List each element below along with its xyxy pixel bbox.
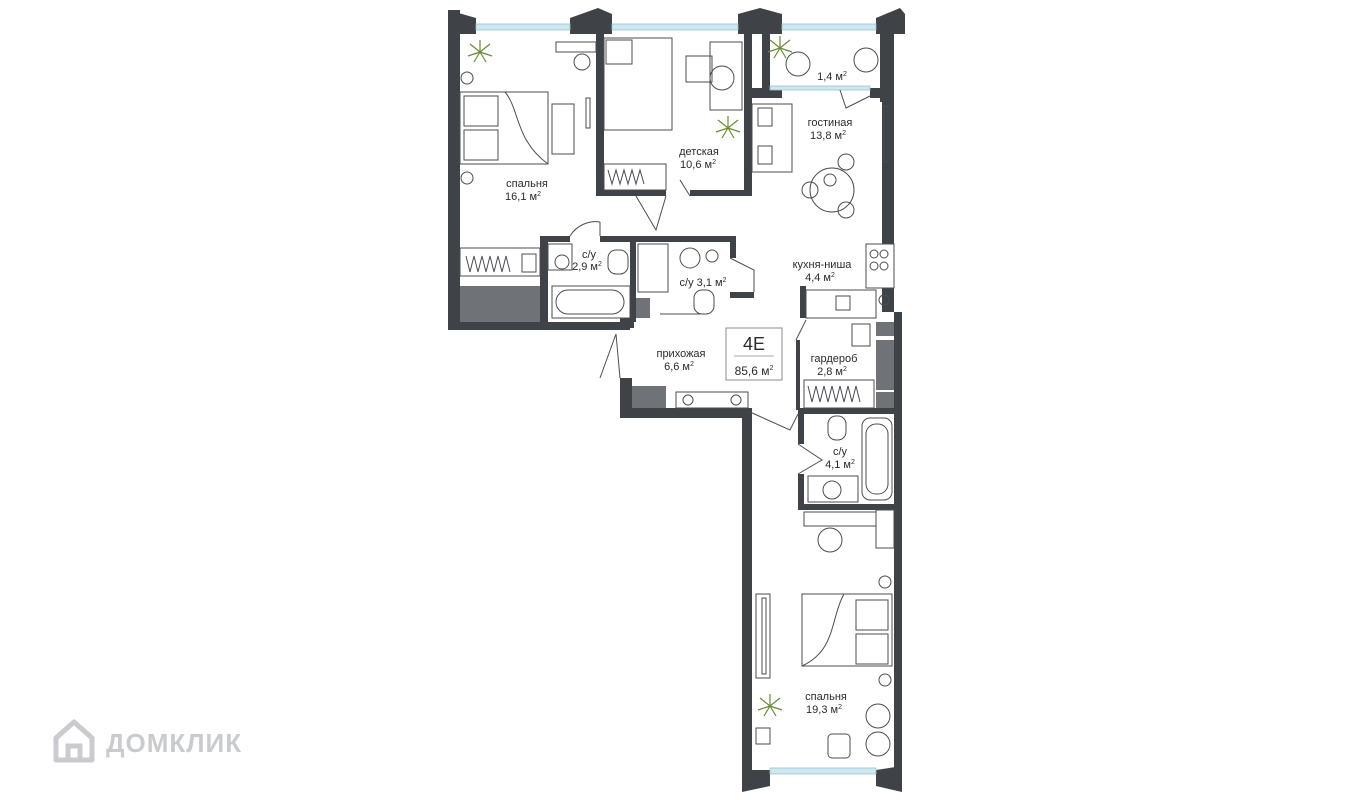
svg-text:19,3 м2: 19,3 м2	[806, 704, 842, 716]
room-label-hall: прихожая 6,6 м2	[656, 348, 705, 373]
area-unit-sup: 2	[723, 277, 727, 284]
area-unit-sup: 2	[842, 130, 846, 137]
svg-text:4,4 м2: 4,4 м2	[805, 272, 835, 284]
plant-icon	[757, 694, 783, 717]
room-label-bath3: с/у 4,1 м2	[825, 446, 855, 471]
room-label-wardrobe: гардероб 2,8 м2	[811, 353, 858, 378]
room-area: 16,1 м	[505, 191, 537, 203]
room-area: с/у 3,1 м	[680, 277, 723, 289]
svg-text:13,8 м2: 13,8 м2	[810, 130, 846, 142]
plan-code: 4Е	[743, 334, 765, 354]
svg-text:10,6 мс/у 3,1 м2: 10,6 мс/у 3,1 м2	[680, 277, 727, 289]
area-unit-sup: 2	[712, 159, 716, 166]
room-area: 4,4 м	[805, 272, 831, 284]
area-unit-sup: 2	[851, 459, 855, 466]
svg-text:4,1 м2: 4,1 м2	[825, 459, 855, 471]
room-label-bath2: 10,6 мс/у 3,1 м2	[680, 277, 727, 289]
room-area: 4,1 м	[825, 459, 851, 471]
room-area: 1,4 м	[817, 71, 843, 83]
room-label-balcony: 1,4 м2	[817, 71, 847, 83]
furniture	[459, 37, 895, 759]
room-label-bedroom1: спальня 16,1 м2	[505, 178, 548, 203]
watermark-brand: ДОМКЛИК	[106, 728, 242, 758]
room-name: прихожая	[656, 348, 705, 360]
area-unit-sup: 2	[838, 704, 842, 711]
storage-blocks	[460, 286, 894, 408]
plan-info-box: 4Е 85,6 м2	[725, 327, 783, 381]
area-unit-sup: 2	[843, 366, 847, 373]
windows	[475, 23, 877, 775]
area-unit-sup: 2	[843, 71, 847, 78]
svg-text:6,6 м2: 6,6 м2	[664, 361, 694, 373]
svg-text:85,6 м2: 85,6 м2	[735, 364, 774, 378]
walls	[448, 8, 905, 792]
room-area: 6,6 м	[664, 361, 690, 373]
room-area: 2,8 м	[817, 366, 843, 378]
room-label-bath1: с/у 2,9 м2	[572, 249, 602, 273]
plan-total-area: 85,6 м	[735, 364, 770, 378]
svg-text:2,9 м2: 2,9 м2	[572, 261, 602, 273]
room-name: гостиная	[808, 117, 853, 129]
room-area: 2,9 м	[572, 261, 598, 273]
doors	[569, 89, 871, 475]
room-area: 10,6 м	[680, 159, 712, 171]
room-name: гардероб	[811, 353, 858, 365]
room-label-living: гостиная 13,8 м2	[808, 117, 853, 142]
svg-text:1,4 м2: 1,4 м2	[817, 71, 847, 83]
area-unit-sup: 2	[537, 191, 541, 198]
area-unit-sup: 2	[598, 261, 602, 268]
svg-text:2,8 м2: 2,8 м2	[817, 366, 847, 378]
plant-icon	[715, 116, 741, 139]
room-label-kitchen: кухня-ниша 4,4 м2	[793, 259, 853, 284]
plant-icon	[767, 36, 793, 59]
area-unit-sup: 2	[770, 365, 774, 372]
watermark: ДОМКЛИК	[53, 719, 242, 763]
room-area: 19,3 м	[806, 704, 838, 716]
svg-text:10,6 м2: 10,6 м2	[680, 159, 716, 171]
plant-icons	[467, 36, 793, 717]
area-unit-sup: 2	[831, 272, 835, 279]
room-name: детская	[679, 146, 719, 158]
house-logo-icon	[53, 719, 95, 763]
room-label-bedroom2: спальня 19,3 м2	[805, 691, 847, 716]
room-name: спальня	[506, 178, 548, 190]
room-name: с/у	[833, 446, 848, 458]
room-name: с/у	[582, 249, 597, 261]
svg-text:16,1 м2: 16,1 м2	[505, 191, 541, 203]
room-label-kids: детская 10,6 м2	[679, 146, 719, 171]
room-name: кухня-ниша	[793, 259, 853, 271]
area-unit-sup: 2	[690, 361, 694, 368]
room-area: 13,8 м	[810, 130, 842, 142]
room-name: спальня	[805, 691, 847, 703]
plant-icon	[467, 40, 493, 63]
